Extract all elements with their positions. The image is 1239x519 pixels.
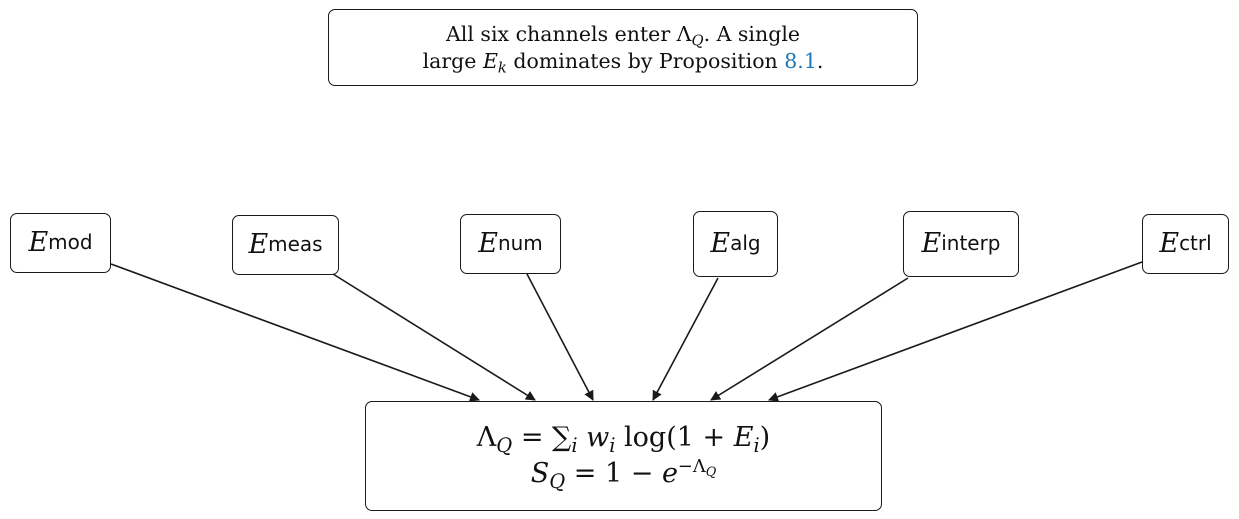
channel-symbol: E	[1159, 227, 1180, 259]
arrow-ctrl	[768, 261, 1143, 402]
formula-box: ΛQ = ∑i wi log(1 + Ei) SQ = 1 − e−ΛQ	[365, 401, 882, 511]
channel-symbol: E	[28, 226, 49, 258]
formula-line-score: SQ = 1 − e−ΛQ	[530, 456, 717, 494]
note-text: dominates by Proposition	[513, 48, 778, 73]
channel-symbol: E	[248, 228, 269, 260]
arrow-alg	[652, 277, 719, 401]
channel-symbol: E	[710, 227, 731, 259]
channel-symbol: E	[478, 227, 498, 259]
note-text: .	[816, 48, 824, 73]
formula-line-lambda: ΛQ = ∑i wi log(1 + Ei)	[476, 422, 771, 458]
note-line-1: All six channels enter ΛQ. A single	[445, 21, 801, 50]
arrow-mod	[110, 263, 480, 402]
arrow-num	[526, 273, 594, 401]
caption-note: All six channels enter ΛQ. A single larg…	[328, 9, 918, 86]
note-line-2: large Ek dominates by Proposition 8.1.	[422, 48, 824, 77]
note-text: large	[422, 48, 477, 73]
arrow-meas	[332, 273, 536, 401]
proposition-link[interactable]: 8.1	[784, 48, 817, 73]
note-text: . A single	[703, 21, 801, 46]
arrow-interp	[710, 277, 909, 401]
note-text: All six channels enter	[445, 21, 671, 46]
e-k-symbol: Ek	[482, 48, 507, 77]
lambda-symbol: ΛQ	[676, 21, 704, 50]
channel-symbol: E	[921, 227, 942, 259]
